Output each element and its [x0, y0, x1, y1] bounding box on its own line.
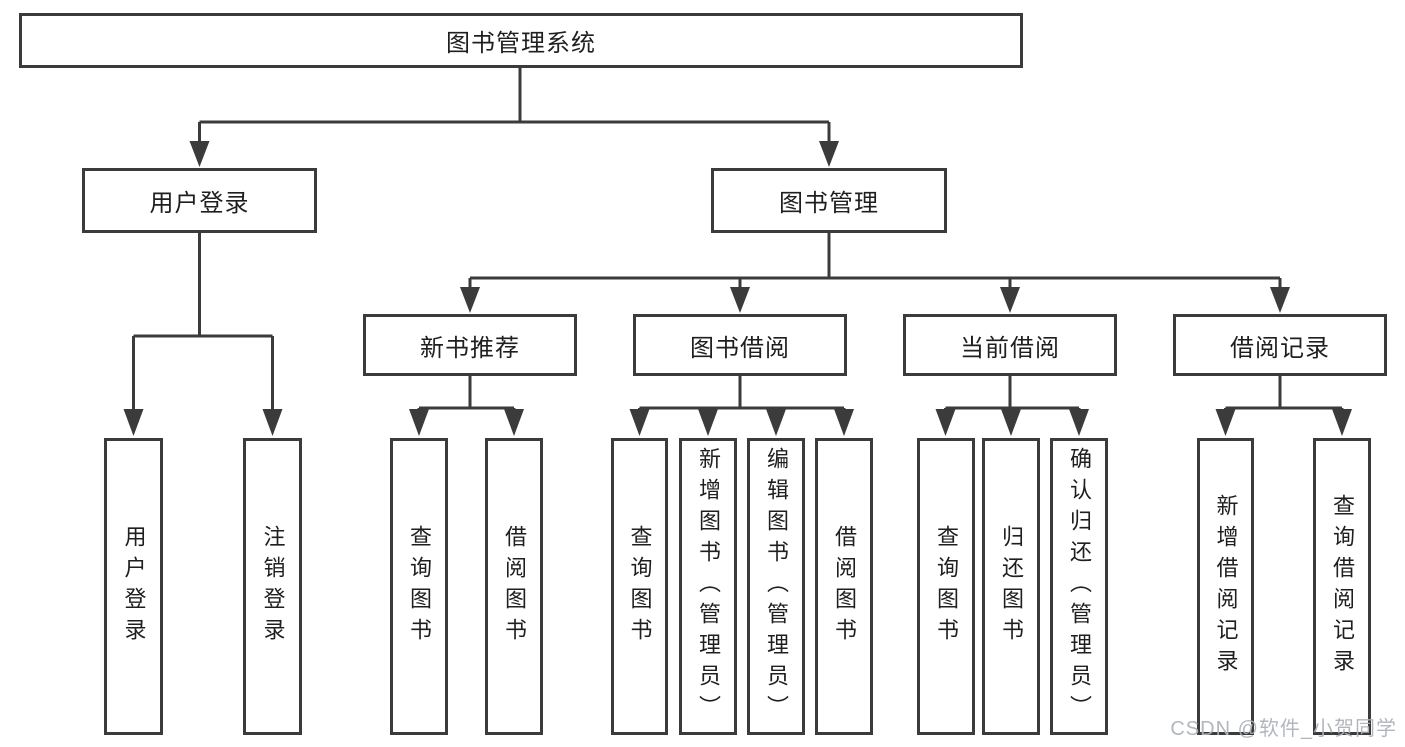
leaf-return-books: 归还图书 [982, 438, 1040, 735]
leaf-query-borrow-record: 查询借阅记录 [1313, 438, 1371, 735]
node-label: 确认归还（管理员） [1067, 447, 1092, 726]
node-borrowing-records: 借阅记录 [1173, 314, 1387, 376]
node-label: 借阅图书 [832, 524, 857, 649]
node-label: 查询借阅记录 [1330, 493, 1355, 680]
node-label: 注销登录 [260, 524, 286, 649]
node-label: 借阅记录 [1230, 334, 1330, 362]
leaf-edit-book-admin: 编辑图书（管理员） [747, 438, 805, 735]
node-label: 新书推荐 [420, 334, 520, 362]
node-label: 查询图书 [627, 524, 653, 649]
leaf-add-borrow-record: 新增借阅记录 [1197, 438, 1254, 735]
node-label: 查询图书 [934, 524, 959, 649]
leaf-borrow-books: 借阅图书 [815, 438, 873, 735]
node-label: 图书借阅 [690, 334, 790, 362]
leaf-borrow-books-recommend: 借阅图书 [485, 438, 543, 735]
node-label: 编辑图书（管理员） [764, 447, 789, 726]
node-new-book-recommend: 新书推荐 [363, 314, 577, 376]
node-label: 用户登录 [149, 190, 250, 217]
node-label: 新增图书（管理员） [696, 447, 721, 726]
leaf-user-login: 用户登录 [104, 438, 163, 735]
node-label: 新增借阅记录 [1213, 493, 1239, 680]
node-label: 借阅图书 [502, 524, 527, 649]
leaf-query-books-borrowing: 查询图书 [611, 438, 668, 735]
leaf-query-books-recommend: 查询图书 [390, 438, 448, 735]
node-root-system: 图书管理系统 [19, 13, 1023, 68]
node-label: 图书管理系统 [446, 30, 596, 57]
node-label: 图书管理 [779, 190, 879, 217]
leaf-add-book-admin: 新增图书（管理员） [679, 438, 737, 735]
node-book-management: 图书管理 [711, 168, 947, 233]
node-label: 归还图书 [999, 524, 1024, 649]
watermark: CSDN @软件_小贺同学 [1170, 718, 1397, 740]
node-label: 当前借阅 [960, 334, 1060, 362]
node-label: 用户登录 [121, 524, 147, 649]
node-label: 查询图书 [407, 524, 432, 649]
leaf-confirm-return-admin: 确认归还（管理员） [1050, 438, 1108, 735]
node-current-borrowing: 当前借阅 [903, 314, 1117, 376]
leaf-logout: 注销登录 [243, 438, 302, 735]
node-user-login: 用户登录 [82, 168, 317, 233]
node-book-borrowing: 图书借阅 [633, 314, 847, 376]
leaf-query-books-current: 查询图书 [917, 438, 975, 735]
